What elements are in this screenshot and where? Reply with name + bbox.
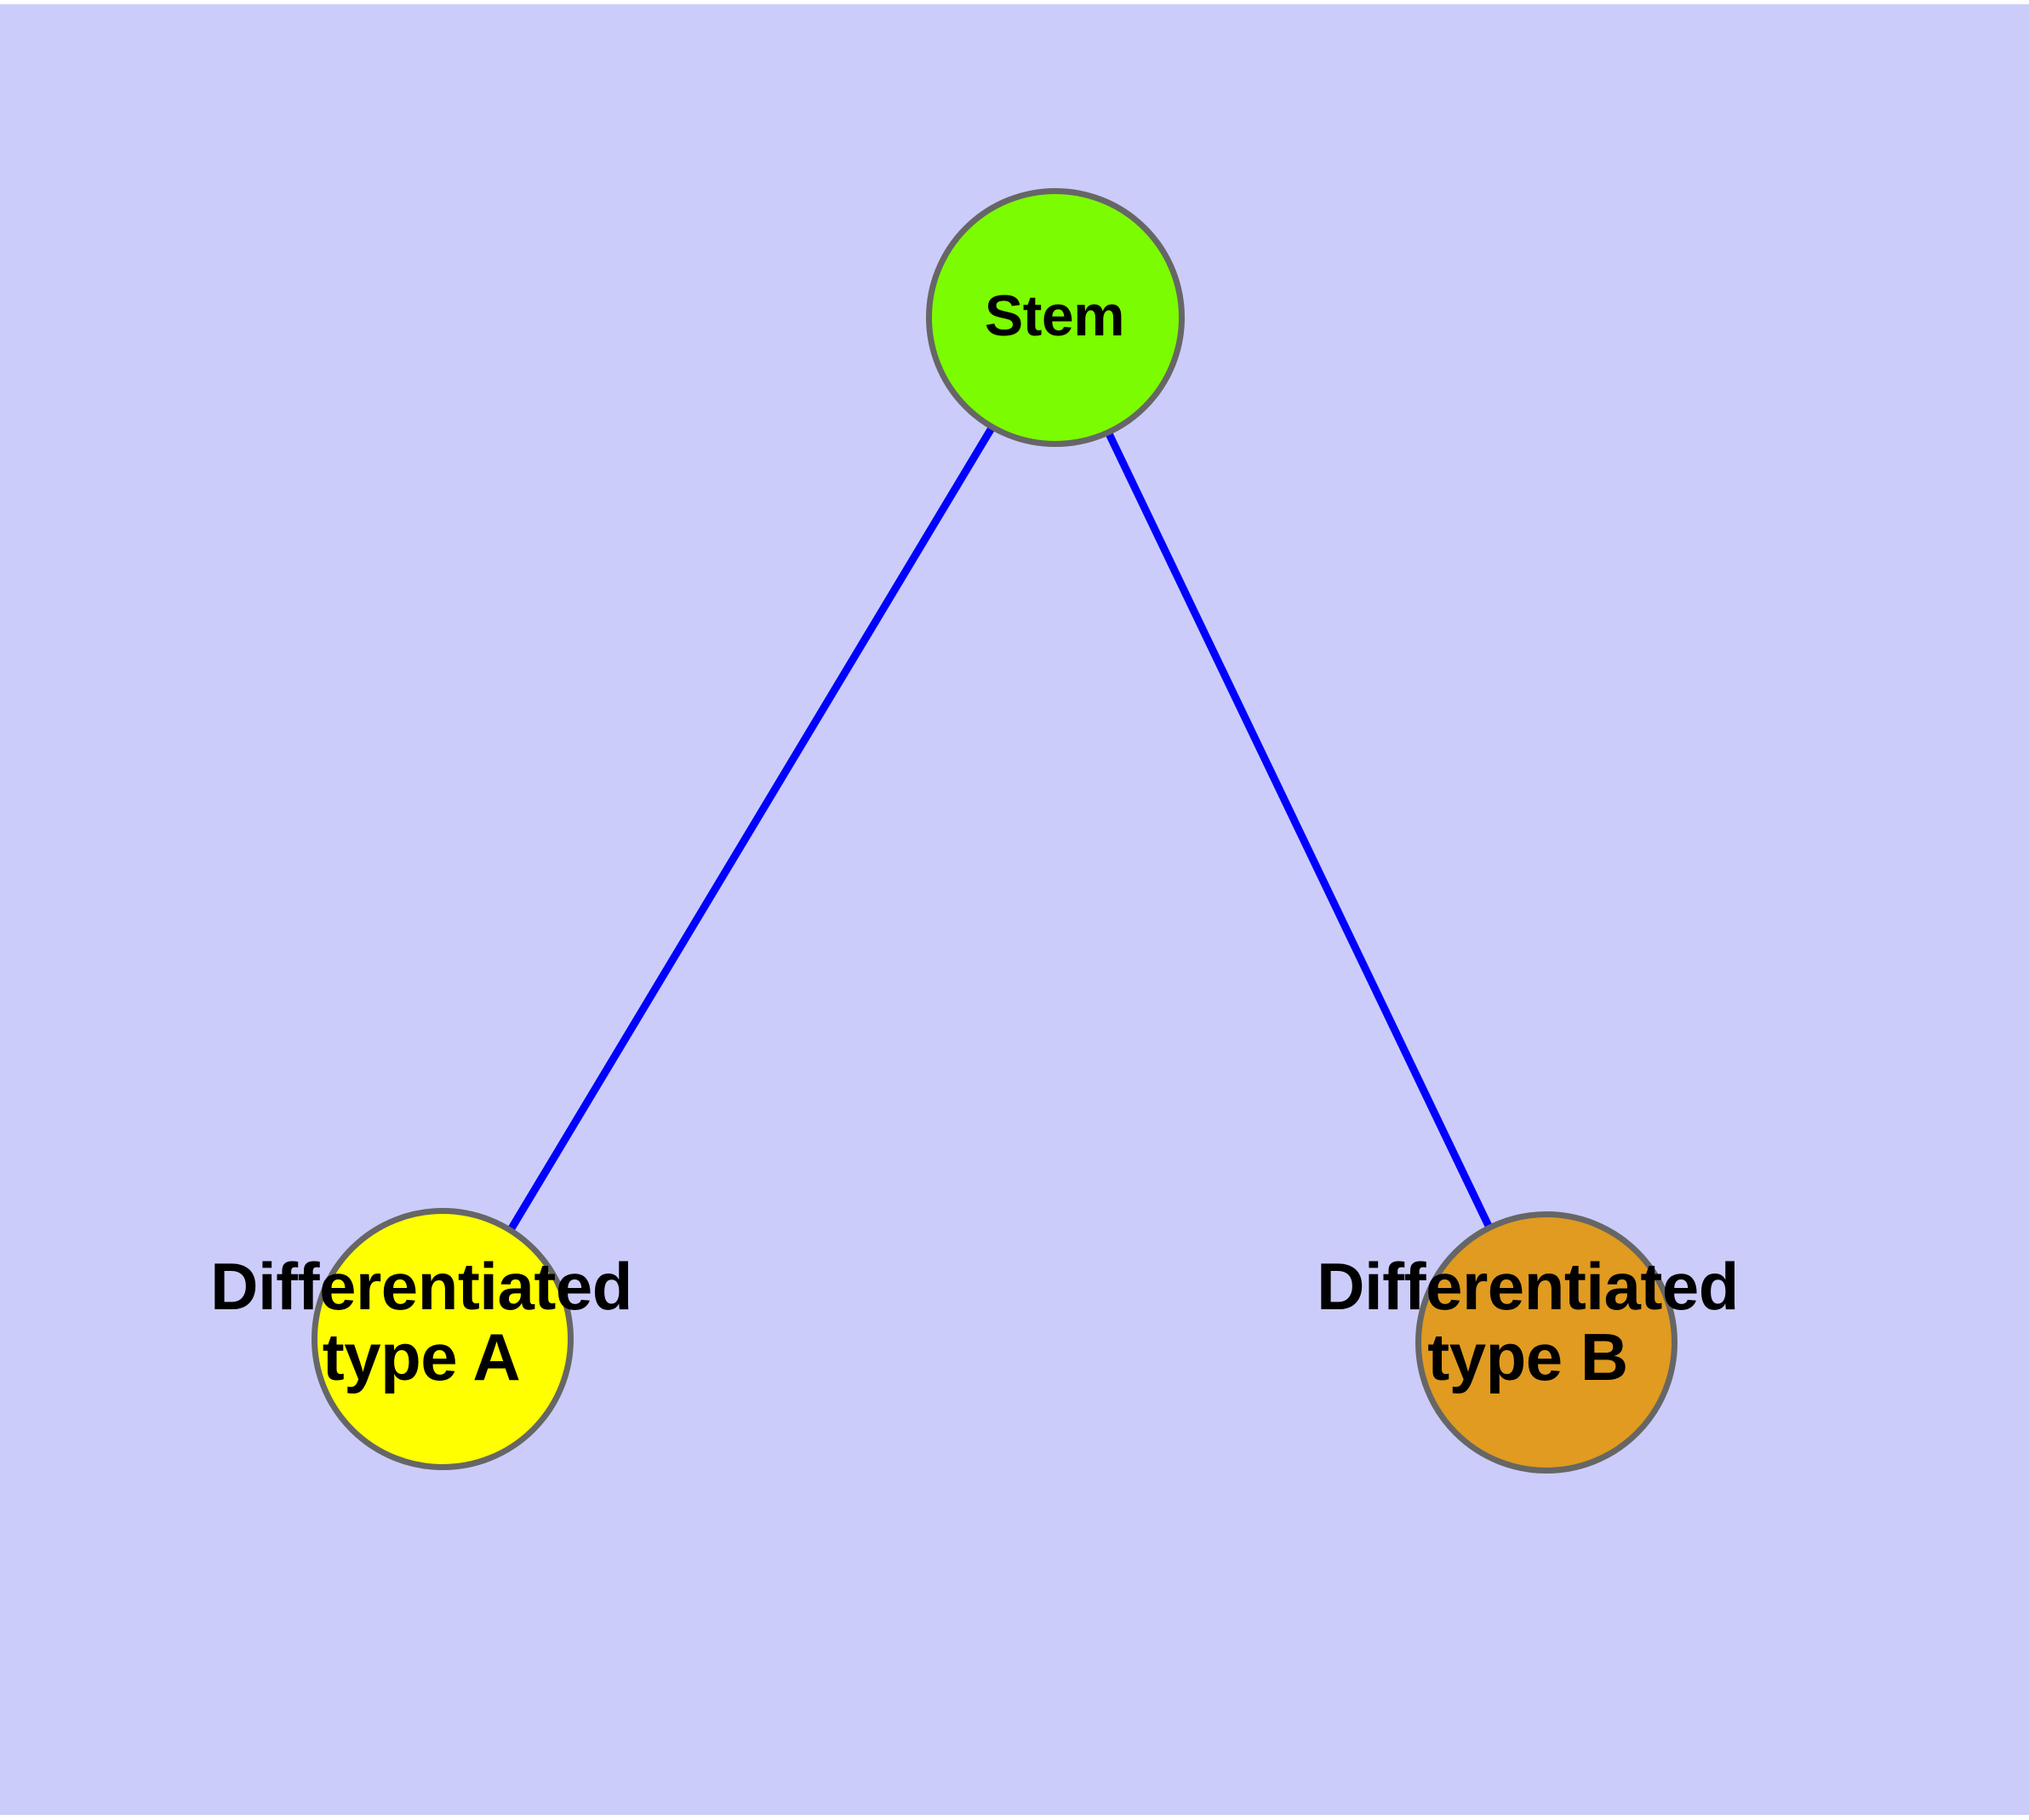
node-label-differentiated-type-a: Differentiated type A bbox=[210, 1249, 632, 1394]
node-label-stem: Stem bbox=[984, 283, 1125, 348]
edge-stem-to-differentiated-type-b bbox=[1051, 320, 1551, 1348]
graph-plot-area: Stem Differentiated type A Differentiate… bbox=[0, 4, 2029, 1815]
node-stem[interactable] bbox=[926, 188, 1185, 447]
node-differentiated-type-a[interactable] bbox=[311, 1208, 574, 1470]
node-label-differentiated-type-b: Differentiated type B bbox=[1317, 1249, 1739, 1394]
edge-stem-to-differentiated-type-a bbox=[439, 319, 1059, 1346]
edge-layer bbox=[439, 319, 1551, 1348]
node-differentiated-type-b[interactable] bbox=[1415, 1211, 1677, 1474]
